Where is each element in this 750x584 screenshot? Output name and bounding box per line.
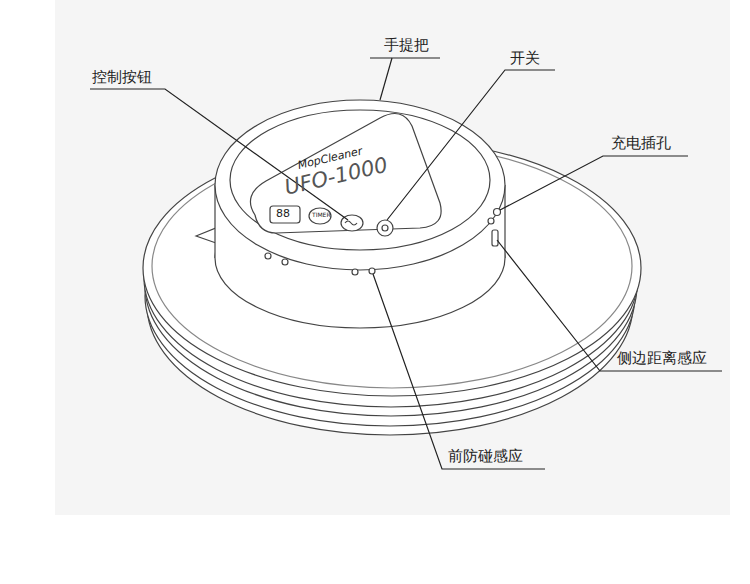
part-label: 充电插孔: [611, 136, 671, 151]
timer-button: [309, 208, 331, 224]
part-label: 侧边距离感应: [617, 351, 707, 366]
sensor-hole: [369, 268, 375, 274]
part-label: 控制按钮: [92, 70, 152, 85]
charge-port: [488, 218, 494, 224]
part-label: 开关: [510, 51, 540, 66]
top-plate: [230, 110, 490, 250]
button-text: TIMER: [312, 212, 331, 218]
leader-line: [373, 274, 545, 469]
leader-line: [497, 240, 722, 371]
part-label: 前防碰感应: [448, 449, 523, 464]
leader-line: [380, 58, 392, 100]
leader-line: [500, 156, 688, 210]
power-icon: [382, 225, 388, 231]
leader-line: [387, 70, 555, 220]
side-sensor: [492, 230, 498, 246]
sensor-hole: [352, 269, 358, 275]
cylinder-edge: [214, 185, 215, 258]
leader-line: [90, 89, 348, 220]
cylinder-edge: [504, 185, 505, 258]
sensor-hole: [282, 259, 288, 265]
display-digits: 88: [276, 208, 290, 219]
leader-line: [370, 57, 440, 58]
charge-port: [494, 209, 501, 216]
power-button: [377, 220, 393, 236]
backdrop: [55, 0, 730, 515]
control-panel: [250, 114, 441, 234]
mode-icon: [345, 221, 357, 225]
sensor-hole: [265, 253, 271, 259]
display: [270, 206, 300, 223]
direction-mark: [196, 228, 216, 243]
part-label: 手提把: [384, 38, 429, 53]
